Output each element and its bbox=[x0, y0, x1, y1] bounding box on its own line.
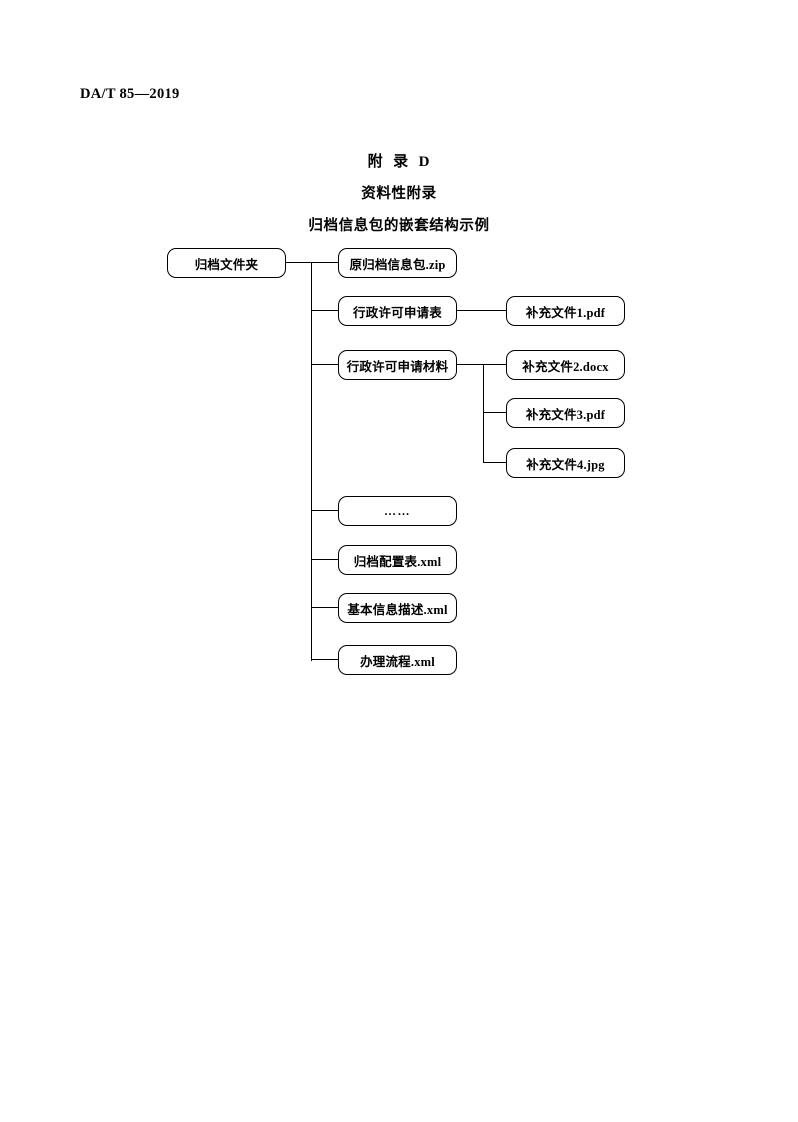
node-license-application-form[interactable]: 行政许可申请表 bbox=[338, 296, 457, 326]
node-label: 补充文件2.docx bbox=[522, 359, 609, 374]
node-archive-config-table-xml[interactable]: 归档配置表.xml bbox=[338, 545, 457, 575]
node-label: 补充文件3.pdf bbox=[525, 407, 606, 422]
node-label: 行政许可申请材料 bbox=[346, 359, 449, 374]
node-root-archive-folder[interactable]: 归档文件夹 bbox=[167, 248, 286, 278]
node-label: …… bbox=[384, 503, 411, 518]
connector-level1-6 bbox=[311, 607, 339, 609]
connector-sub-trunk bbox=[483, 364, 485, 463]
node-label: 行政许可申请表 bbox=[353, 305, 442, 320]
connector-level1-5 bbox=[311, 559, 339, 561]
node-label: 归档配置表.xml bbox=[353, 554, 442, 569]
node-label: 原归档信息包.zip bbox=[349, 257, 446, 272]
node-attachment-2-docx[interactable]: 补充文件2.docx bbox=[506, 350, 625, 380]
annex-type-label: 资料性附录 bbox=[361, 186, 437, 202]
node-license-application-materials[interactable]: 行政许可申请材料 bbox=[338, 350, 457, 380]
connector-level1-3 bbox=[311, 364, 339, 366]
connector-level2-4 bbox=[483, 462, 507, 464]
node-label: 补充文件1.pdf bbox=[525, 305, 606, 320]
connector-root-stub bbox=[286, 262, 313, 264]
annex-title-block: 附 录 D 资料性附录 归档信息包的嵌套结构示例 bbox=[0, 150, 798, 235]
node-label: 补充文件4.jpg bbox=[526, 457, 605, 472]
node-attachment-3-pdf[interactable]: 补充文件3.pdf bbox=[506, 398, 625, 428]
node-ellipsis[interactable]: …… bbox=[338, 496, 457, 526]
connector-level1-7 bbox=[311, 659, 339, 661]
connector-level1-4 bbox=[311, 510, 339, 512]
connector-main-trunk bbox=[311, 262, 313, 661]
node-basic-info-description-xml[interactable]: 基本信息描述.xml bbox=[338, 593, 457, 623]
node-label: 基本信息描述.xml bbox=[347, 602, 448, 617]
connector-level2-3 bbox=[483, 412, 507, 414]
connector-level2-2 bbox=[483, 364, 507, 366]
standard-number-header: DA/T 85—2019 bbox=[80, 86, 180, 102]
annex-caption: 归档信息包的嵌套结构示例 bbox=[308, 218, 490, 234]
connector-level1-1 bbox=[311, 262, 339, 264]
node-attachment-1-pdf[interactable]: 补充文件1.pdf bbox=[506, 296, 625, 326]
connector-materials-stub bbox=[457, 364, 484, 366]
node-process-flow-xml[interactable]: 办理流程.xml bbox=[338, 645, 457, 675]
connector-form-to-attachment1 bbox=[457, 310, 507, 312]
node-original-archive-package-zip[interactable]: 原归档信息包.zip bbox=[338, 248, 457, 278]
node-attachment-4-jpg[interactable]: 补充文件4.jpg bbox=[506, 448, 625, 478]
node-label: 归档文件夹 bbox=[194, 257, 259, 272]
annex-label: 附 录 D bbox=[367, 154, 431, 170]
node-label: 办理流程.xml bbox=[360, 654, 435, 669]
connector-level1-2 bbox=[311, 310, 339, 312]
